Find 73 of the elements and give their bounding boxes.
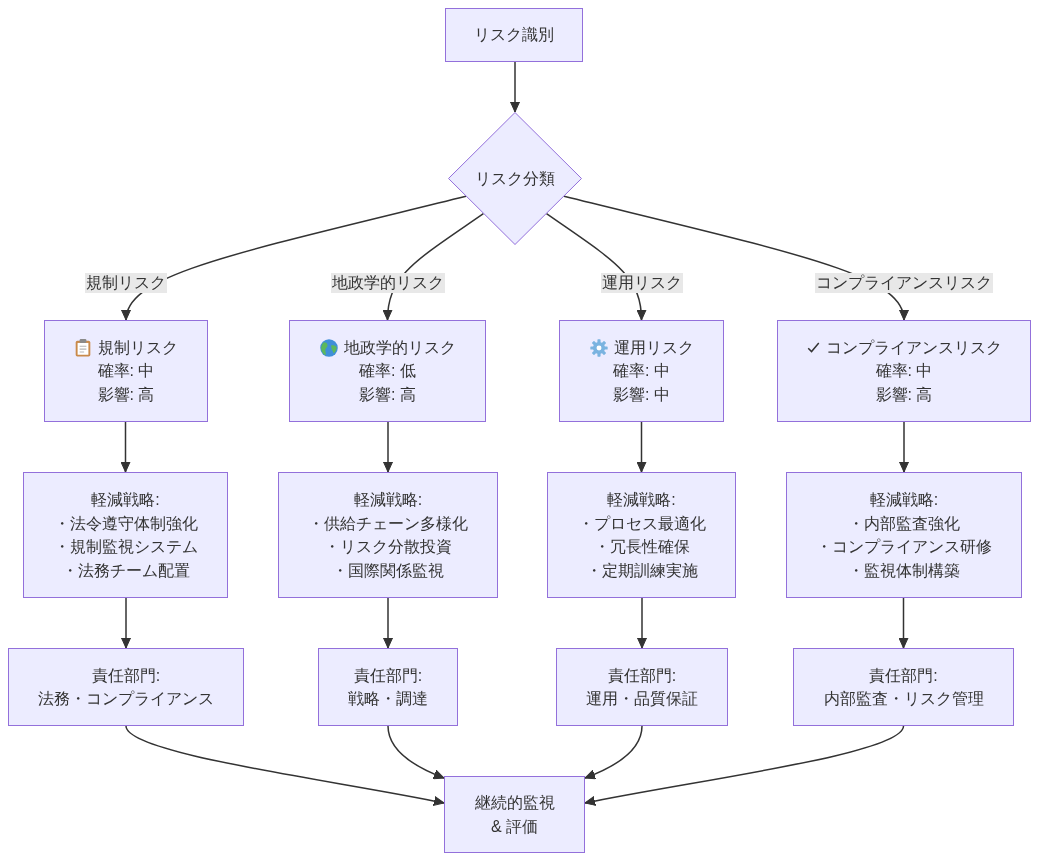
node-text: ・内部監査強化: [848, 513, 960, 534]
node-text: 影響: 中: [613, 384, 670, 405]
process-box: [44, 320, 208, 422]
arrow: [563, 195, 907, 321]
arrow: [123, 195, 467, 321]
node-heading: 規制リスク: [98, 337, 178, 358]
node-heading: 運用リスク: [613, 337, 694, 358]
node-text: ・国際関係監視: [332, 560, 444, 581]
arrow: [510, 61, 520, 113]
node-heading: 軽減戦略:: [869, 490, 939, 510]
process-box: [23, 472, 228, 598]
edge-label: 地政学的リスク: [330, 273, 445, 293]
decision-diamond: [448, 112, 582, 245]
process-box: [289, 320, 486, 422]
node-heading: コンプライアンスリスク: [825, 337, 1002, 358]
node-heading: 地政学的リスク: [343, 337, 456, 358]
node-text: ・供給チェーン多様化: [308, 513, 468, 534]
process-box: [278, 472, 498, 598]
node-text: 影響: 高: [359, 384, 416, 405]
node-text: ・プロセス最適化: [577, 513, 706, 534]
node-text: ・規制監視システム: [53, 537, 198, 557]
node-heading: 責任部門:: [353, 665, 423, 686]
process-box: [786, 472, 1022, 598]
process-box: [318, 648, 458, 726]
node-text: ・法務チーム配置: [61, 560, 190, 581]
arrow: [899, 421, 909, 473]
node-text: リスク分類: [475, 168, 555, 189]
node-text: 確率: 中: [875, 361, 933, 382]
arrow: [898, 597, 909, 649]
node-text: 継続的監視 & 評価: [474, 793, 555, 837]
process-box: [793, 648, 1014, 726]
process-box: [777, 320, 1031, 422]
node-text: 確率: 低: [359, 361, 416, 382]
node-text: ・定期訓練実施: [585, 560, 698, 581]
node-text: ・法令遵守体制強化: [53, 513, 198, 534]
node-text: 法務・コンプライアンス: [38, 689, 214, 709]
node-text: ・冗長性確保: [593, 537, 690, 557]
node-text: ・監視体制構築: [848, 560, 960, 581]
arrow: [383, 421, 393, 473]
node-text: リスク識別: [474, 25, 554, 46]
arrow: [636, 421, 647, 473]
arrow: [584, 725, 905, 806]
node-heading: 責任部門:: [91, 665, 161, 686]
node-text: 確率: 中: [613, 361, 670, 382]
arrow: [383, 597, 393, 649]
node-text: ・コンプライアンス研修: [816, 537, 992, 557]
arrow: [125, 725, 445, 806]
node-heading: 責任部門:: [869, 665, 938, 686]
arrow: [584, 725, 643, 780]
process-box: [556, 648, 728, 726]
edge-label: 運用リスク: [600, 273, 683, 293]
process-box: [559, 320, 724, 422]
process-box: [444, 776, 585, 853]
node-text: 内部監査・リスク管理: [823, 689, 984, 709]
node-text: 戦略・調達: [348, 689, 428, 709]
arrow: [387, 725, 445, 780]
arrow: [637, 597, 647, 649]
node-heading: 軽減戦略:: [607, 490, 676, 510]
arrow: [121, 597, 131, 649]
node-heading: 責任部門:: [607, 665, 677, 686]
node-heading: 軽減戦略:: [353, 490, 423, 510]
process-box: [445, 8, 583, 62]
node-text: ・リスク分散投資: [324, 537, 452, 557]
arrow: [120, 421, 131, 473]
node-text: 運用・品質保証: [586, 689, 698, 709]
process-box: [8, 648, 244, 726]
edge-label: コンプライアンスリスク: [815, 273, 993, 293]
node-text: 影響: 高: [875, 384, 933, 405]
edge-label: 規制リスク: [85, 273, 167, 293]
process-box: [547, 472, 736, 598]
node-text: 確率: 中: [97, 361, 155, 382]
node-heading: 軽減戦略:: [91, 490, 160, 510]
node-text: 影響: 高: [97, 384, 155, 405]
